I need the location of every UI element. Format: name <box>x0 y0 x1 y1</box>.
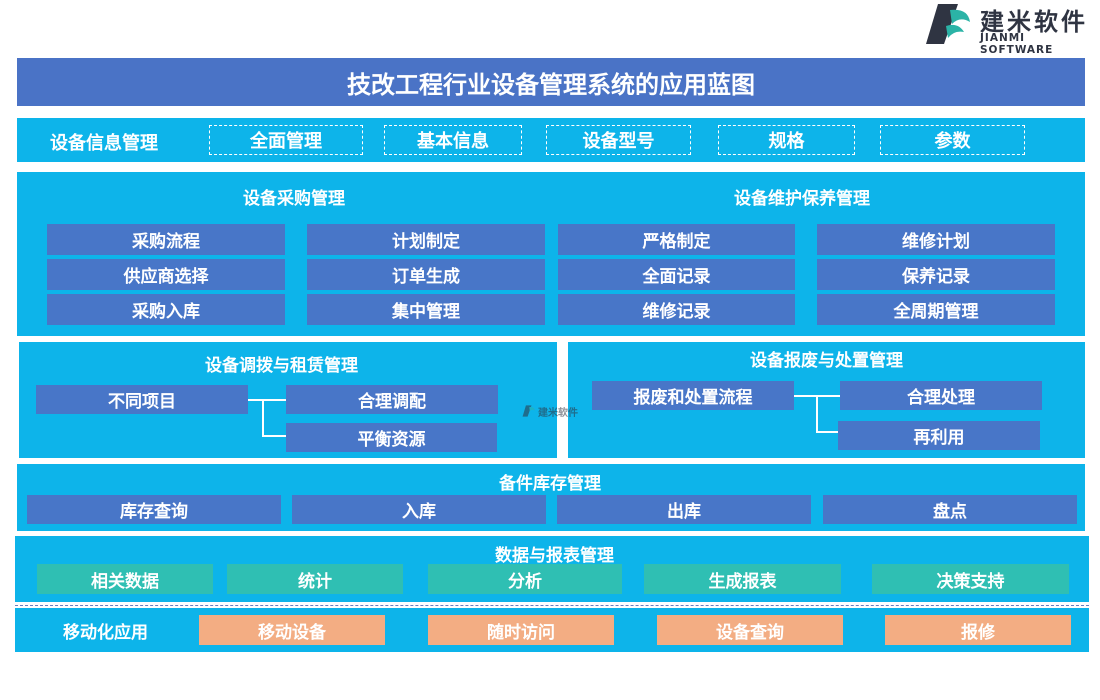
inventory-item: 入库 <box>292 495 546 524</box>
connector-line <box>816 395 818 433</box>
procurement-title: 设备采购管理 <box>243 189 345 209</box>
connector-line <box>262 435 286 437</box>
mobile-item: 报修 <box>885 615 1071 645</box>
reports-item: 决策支持 <box>872 564 1069 594</box>
transfer-root: 不同项目 <box>36 385 248 414</box>
reports-item: 统计 <box>227 564 403 594</box>
transfer-title: 设备调拨与租赁管理 <box>205 356 358 376</box>
scrap-title: 设备报废与处置管理 <box>750 351 903 371</box>
brand-logo: 建米软件 JIANMI SOFTWARE <box>924 2 1100 56</box>
procurement-item: 采购流程 <box>47 224 285 255</box>
inventory-title: 备件库存管理 <box>499 474 601 494</box>
brand-subtitle: JIANMI SOFTWARE <box>980 32 1054 56</box>
maintenance-item: 全面记录 <box>558 259 795 290</box>
transfer-child: 合理调配 <box>286 385 498 414</box>
equipment-info-item: 规格 <box>718 125 855 155</box>
procurement-item: 订单生成 <box>307 259 545 290</box>
watermark-logo-icon <box>522 405 535 417</box>
reports-title: 数据与报表管理 <box>495 546 614 566</box>
transfer-child: 平衡资源 <box>286 423 497 452</box>
page-title: 技改工程行业设备管理系统的应用蓝图 <box>17 58 1085 106</box>
mobile-item: 设备查询 <box>657 615 843 645</box>
divider <box>15 605 1089 606</box>
equipment-info-section: 设备信息管理 全面管理 基本信息 设备型号 规格 参数 <box>17 118 1085 162</box>
connector-line <box>262 399 264 437</box>
inventory-item: 盘点 <box>823 495 1077 524</box>
procurement-maintenance-section: 设备采购管理 设备维护保养管理 采购流程 计划制定 供应商选择 订单生成 采购入… <box>17 172 1085 336</box>
connector-line <box>816 431 838 433</box>
mobile-section: 移动化应用 移动设备 随时访问 设备查询 报修 <box>15 608 1089 652</box>
equipment-info-item: 全面管理 <box>209 125 363 155</box>
maintenance-item: 维修计划 <box>817 224 1055 255</box>
connector-line <box>248 399 286 401</box>
mobile-label: 移动化应用 <box>63 623 148 643</box>
procurement-item: 集中管理 <box>307 294 545 325</box>
scrap-section: 设备报废与处置管理 报废和处置流程 合理处理 再利用 <box>568 342 1085 458</box>
transfer-section: 设备调拨与租赁管理 不同项目 合理调配 平衡资源 <box>19 342 557 458</box>
maintenance-item: 严格制定 <box>558 224 795 255</box>
mobile-item: 移动设备 <box>199 615 385 645</box>
watermark: 建米软件 <box>522 404 592 419</box>
equipment-info-item: 参数 <box>880 125 1025 155</box>
maintenance-item: 保养记录 <box>817 259 1055 290</box>
scrap-child: 再利用 <box>838 421 1040 450</box>
procurement-item: 供应商选择 <box>47 259 285 290</box>
brand-name: 建米软件 <box>980 8 1088 36</box>
procurement-item: 采购入库 <box>47 294 285 325</box>
equipment-info-label: 设备信息管理 <box>50 133 158 154</box>
maintenance-item: 维修记录 <box>558 294 795 325</box>
scrap-root: 报废和处置流程 <box>592 381 794 410</box>
inventory-item: 库存查询 <box>27 495 281 524</box>
maintenance-item: 全周期管理 <box>817 294 1055 325</box>
logo-mark-icon <box>926 4 970 44</box>
watermark-text: 建米软件 <box>538 408 578 419</box>
reports-item: 生成报表 <box>644 564 841 594</box>
procurement-item: 计划制定 <box>307 224 545 255</box>
inventory-section: 备件库存管理 库存查询 入库 出库 盘点 <box>17 464 1085 531</box>
maintenance-title: 设备维护保养管理 <box>734 189 870 209</box>
inventory-item: 出库 <box>557 495 811 524</box>
mobile-item: 随时访问 <box>428 615 614 645</box>
equipment-info-item: 基本信息 <box>384 125 522 155</box>
page-title-text: 技改工程行业设备管理系统的应用蓝图 <box>347 70 755 99</box>
reports-section: 数据与报表管理 相关数据 统计 分析 生成报表 决策支持 <box>15 536 1089 602</box>
scrap-child: 合理处理 <box>840 381 1042 410</box>
equipment-info-item: 设备型号 <box>546 125 691 155</box>
reports-item: 分析 <box>428 564 622 594</box>
reports-item: 相关数据 <box>37 564 213 594</box>
